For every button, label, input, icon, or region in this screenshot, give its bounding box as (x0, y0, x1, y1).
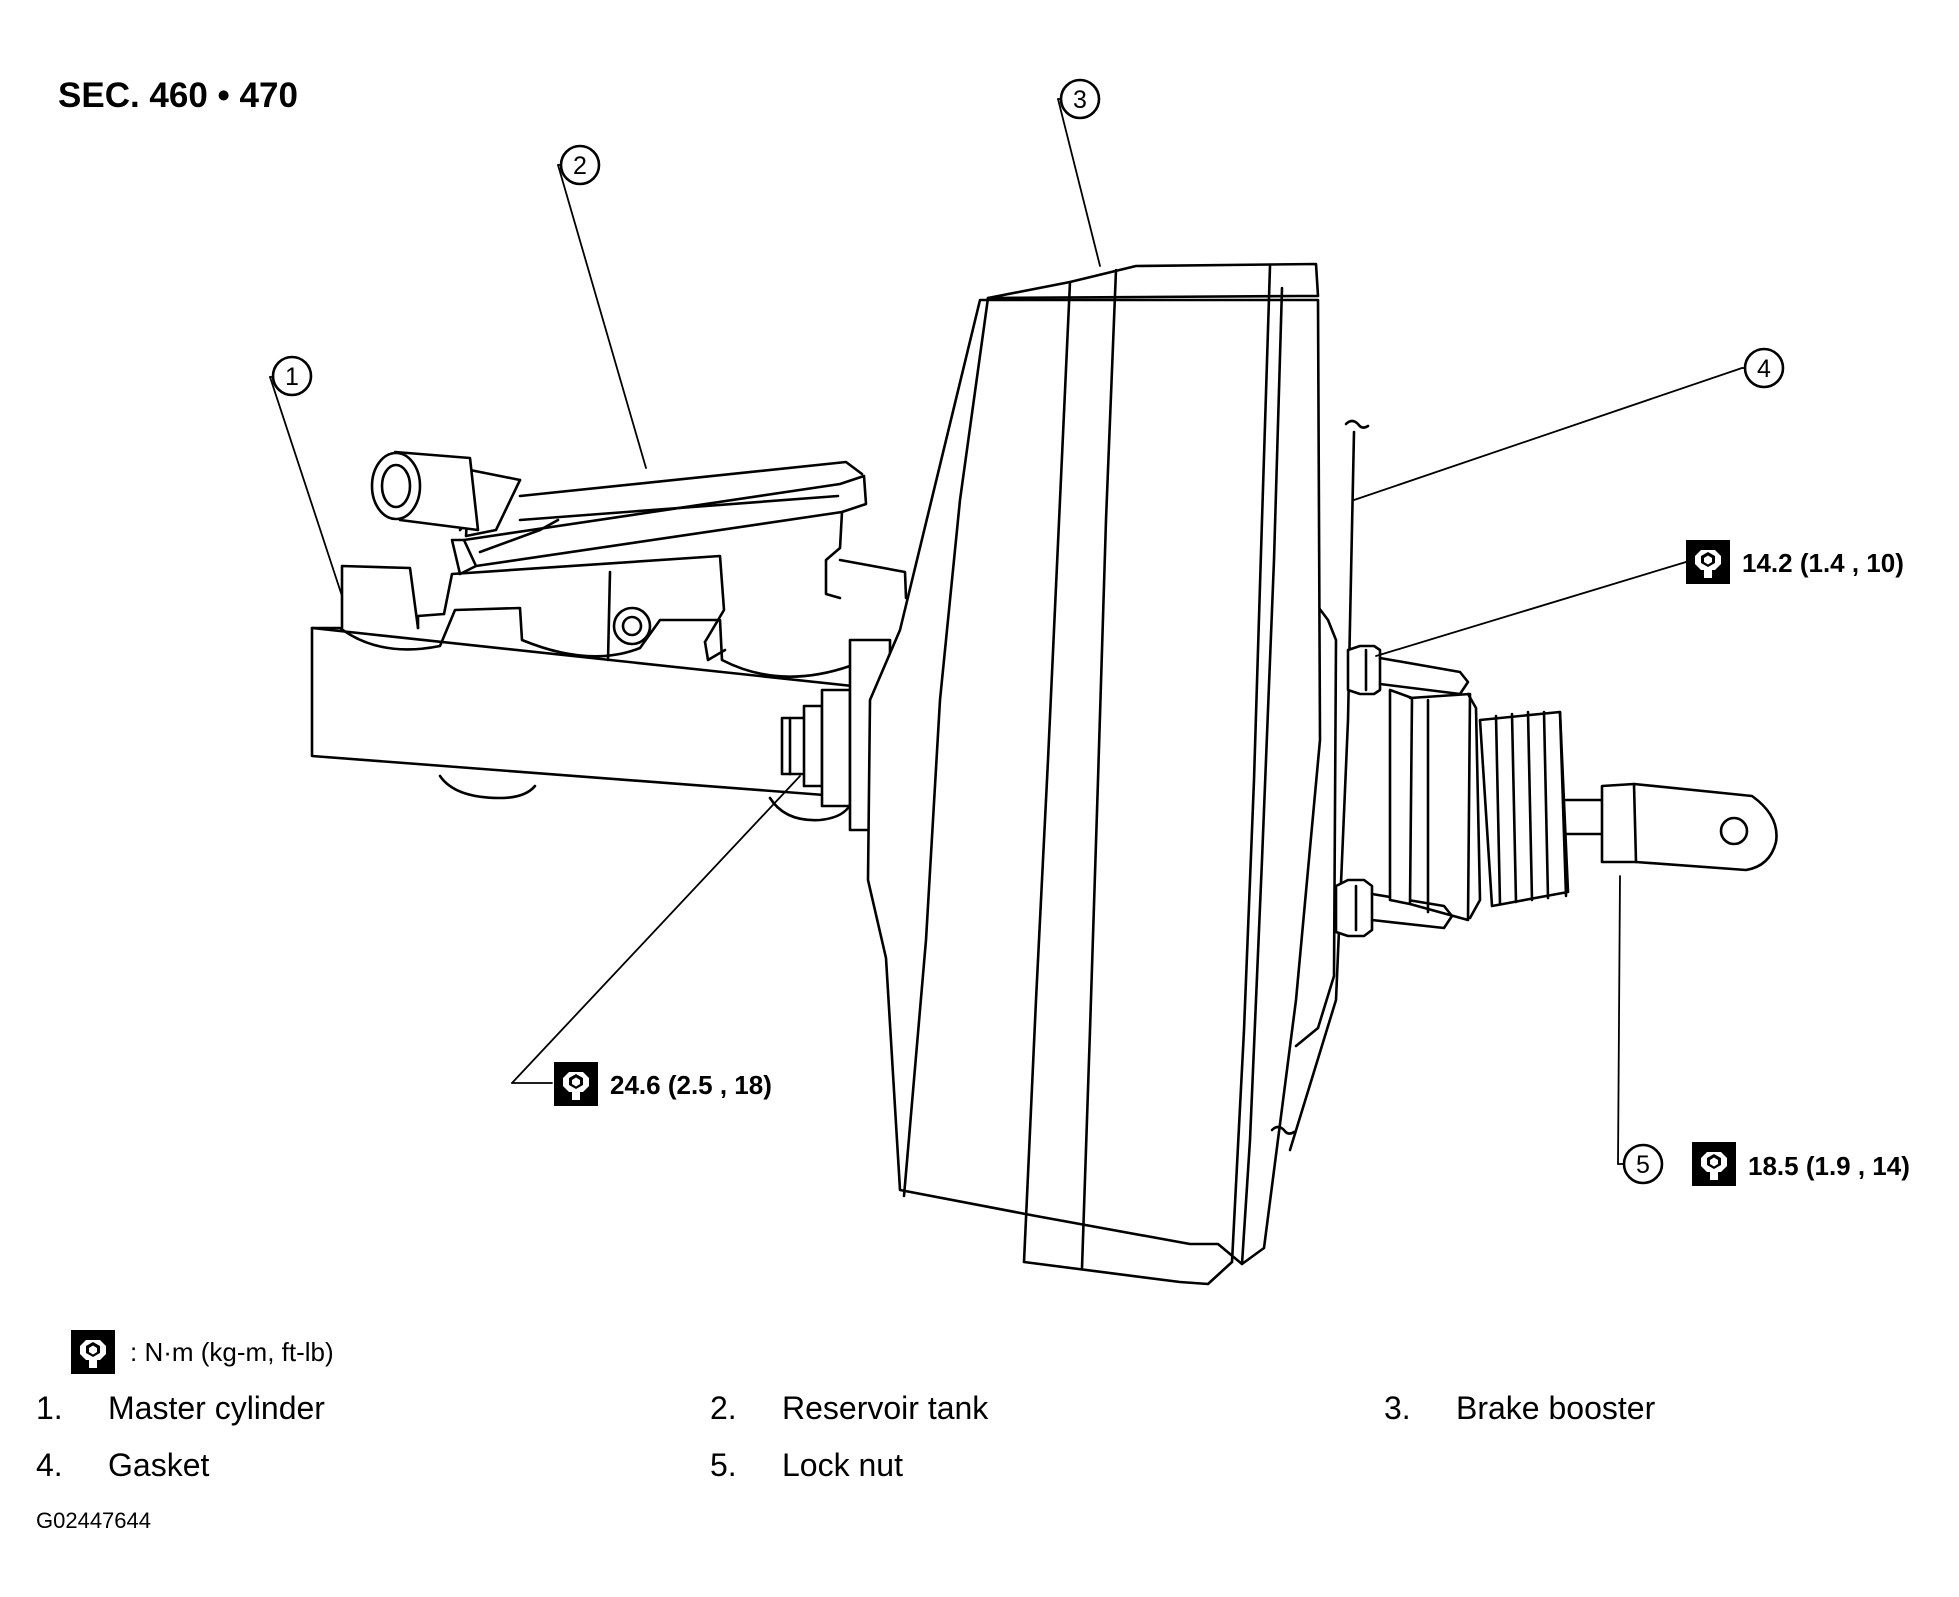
torque-legend: : N·m (kg-m, ft-lb) (70, 1330, 334, 1374)
torque-wrench-icon (1692, 1142, 1736, 1186)
torque-wrench-icon (71, 1330, 115, 1374)
master-cylinder (310, 554, 892, 822)
part-item: 1.Master cylinder (36, 1390, 325, 1426)
torque-legend-text: : N·m (kg-m, ft-lb) (130, 1336, 334, 1367)
part-item: 4.Gasket (36, 1447, 210, 1483)
section-title: SEC. 460 • 470 (58, 76, 298, 115)
callout-1-circle (271, 355, 313, 397)
part-item: 2.Reservoir tank (710, 1390, 989, 1426)
part-item: 5.Lock nut (710, 1447, 903, 1483)
callout-2-circle (559, 144, 601, 186)
leader-lines (269, 98, 1763, 1165)
torque-wrench-icon (1686, 540, 1730, 584)
torque-spec-lower-right: 18.5 (1.9 , 14) (1748, 1151, 1910, 1181)
torque-wrench-icon (554, 1062, 598, 1106)
brake-booster (866, 262, 1338, 1286)
callout-1-label: 1 (285, 363, 299, 391)
callout-3-circle (1059, 78, 1101, 120)
callout-3-label: 3 (1073, 86, 1087, 114)
torque-spec-upper-right: 14.2 (1.4 , 10) (1742, 548, 1904, 578)
booster-rear-hardware (1334, 644, 1778, 938)
torque-spec-lower-left: 24.6 (2.5 , 18) (610, 1070, 772, 1100)
figure-id: G02447644 (36, 1508, 151, 1533)
callout-4-circle (1743, 347, 1785, 389)
gasket (1270, 419, 1370, 1152)
callout-2-label: 2 (573, 152, 587, 180)
callout-5-label: 5 (1636, 1151, 1650, 1179)
part-item: 3.Brake booster (1384, 1390, 1656, 1426)
callout-5-circle (1622, 1143, 1664, 1185)
reservoir-tank (370, 450, 908, 600)
callout-4-label: 4 (1757, 355, 1771, 383)
